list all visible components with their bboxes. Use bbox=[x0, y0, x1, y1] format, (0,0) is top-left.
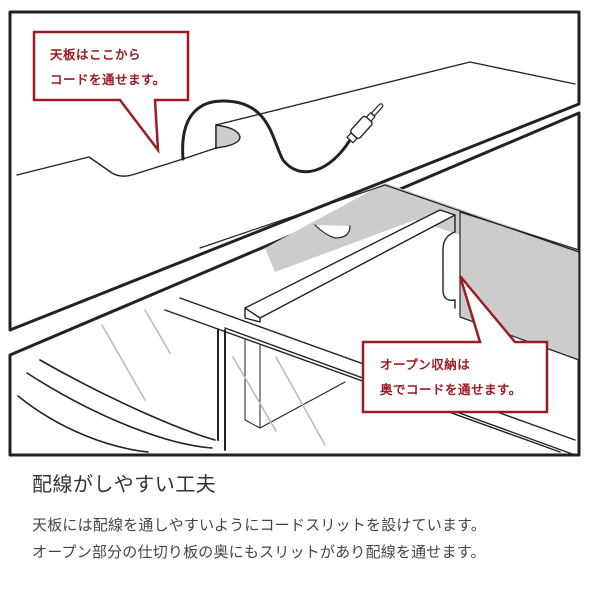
caption-title: 配線がしやすい工夫 bbox=[32, 472, 217, 496]
callout-bottom-line-1: オープン収納は bbox=[380, 357, 471, 372]
caption-line-1: 天板には配線を通しやすいようにコードスリットを設けています。 bbox=[32, 516, 487, 534]
caption-line-2: オープン部分の仕切り板の奥にもスリットがあり配線を通せます。 bbox=[32, 543, 486, 561]
caption-body: 天板には配線を通しやすいようにコードスリットを設けています。 オープン部分の仕切… bbox=[32, 512, 592, 566]
callout-bottom-text: オープン収納は 奥でコードを通せます。 bbox=[380, 352, 522, 402]
callout-top-line-2: コードを通せます。 bbox=[50, 72, 166, 87]
callout-bottom-line-2: 奥でコードを通せます。 bbox=[380, 382, 522, 397]
callout-bubble-top bbox=[32, 30, 190, 155]
upper-panel bbox=[8, 10, 581, 332]
callout-top-line-1: 天板はここから bbox=[50, 47, 142, 62]
cable-management-illustration: 天板はここから コードを通せます。 オープン収納は 奥でコードを通せます。 bbox=[8, 10, 581, 457]
callout-bubble-bottom bbox=[361, 275, 549, 414]
caption: 配線がしやすい工夫 天板には配線を通しやすいようにコードスリットを設けています。… bbox=[32, 470, 592, 566]
desk-diagram bbox=[8, 10, 581, 457]
callout-top-text: 天板はここから コードを通せます。 bbox=[50, 42, 166, 92]
